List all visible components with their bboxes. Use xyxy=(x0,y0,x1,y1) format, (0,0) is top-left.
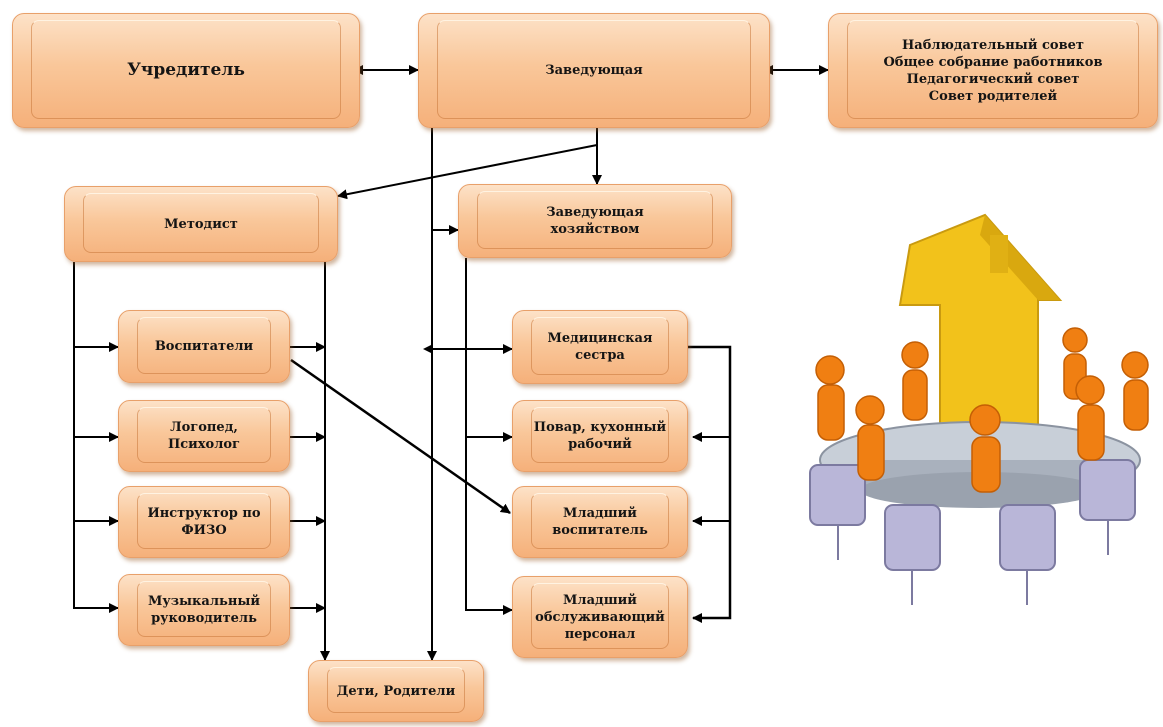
node-speech-psychologist-label: Логопед, Психолог xyxy=(167,420,241,452)
node-junior-educator-label: Младший воспитатель xyxy=(552,506,648,538)
node-councils: Наблюдательный совет Общее собрание рабо… xyxy=(828,13,1158,128)
node-nurse: Медицинская сестра xyxy=(512,310,688,384)
node-pe-instructor: Инструктор по ФИЗО xyxy=(118,486,290,558)
node-cook: Повар, кухонный рабочий xyxy=(512,400,688,472)
node-head: Заведующая xyxy=(418,13,770,128)
person-icon xyxy=(815,327,1149,493)
node-speech-psychologist: Логопед, Психолог xyxy=(118,400,290,472)
node-councils-label: Наблюдательный совет Общее собрание рабо… xyxy=(883,37,1103,104)
house-icon xyxy=(898,213,1063,467)
arrow-educators-junior xyxy=(290,358,511,515)
node-junior-service: Младший обслуживающий персонал xyxy=(512,576,688,658)
node-junior-service-label: Младший обслуживающий персонал xyxy=(535,592,665,642)
node-household-head: Заведующая хозяйством xyxy=(458,184,732,258)
node-children-parents: Дети, Родители xyxy=(308,660,484,722)
node-head-label: Заведующая xyxy=(545,63,643,78)
node-cook-label: Повар, кухонный рабочий xyxy=(533,420,667,452)
arrow-head-methodist xyxy=(337,144,598,200)
node-nurse-label: Медицинская сестра xyxy=(547,331,653,363)
node-methodist: Методист xyxy=(64,186,338,262)
node-founder-label: Учредитель xyxy=(127,60,245,80)
node-educators-label: Воспитатели xyxy=(154,339,254,354)
node-music-director: Музыкальный руководитель xyxy=(118,574,290,646)
office-chair-icon xyxy=(809,459,1136,605)
methodist-left-branch xyxy=(73,262,119,613)
node-junior-educator: Младший воспитатель xyxy=(512,486,688,558)
node-methodist-label: Методист xyxy=(164,216,238,232)
meeting-illustration xyxy=(809,213,1149,605)
node-household-head-label: Заведующая хозяйством xyxy=(546,205,644,237)
node-founder: Учредитель xyxy=(12,13,360,128)
node-children-parents-label: Дети, Родители xyxy=(336,683,456,699)
node-music-director-label: Музыкальный руководитель xyxy=(147,594,261,626)
household-branch xyxy=(465,258,513,615)
node-educators: Воспитатели xyxy=(118,310,290,383)
nurse-right-branch xyxy=(688,345,732,623)
node-pe-instructor-label: Инструктор по ФИЗО xyxy=(147,506,261,538)
